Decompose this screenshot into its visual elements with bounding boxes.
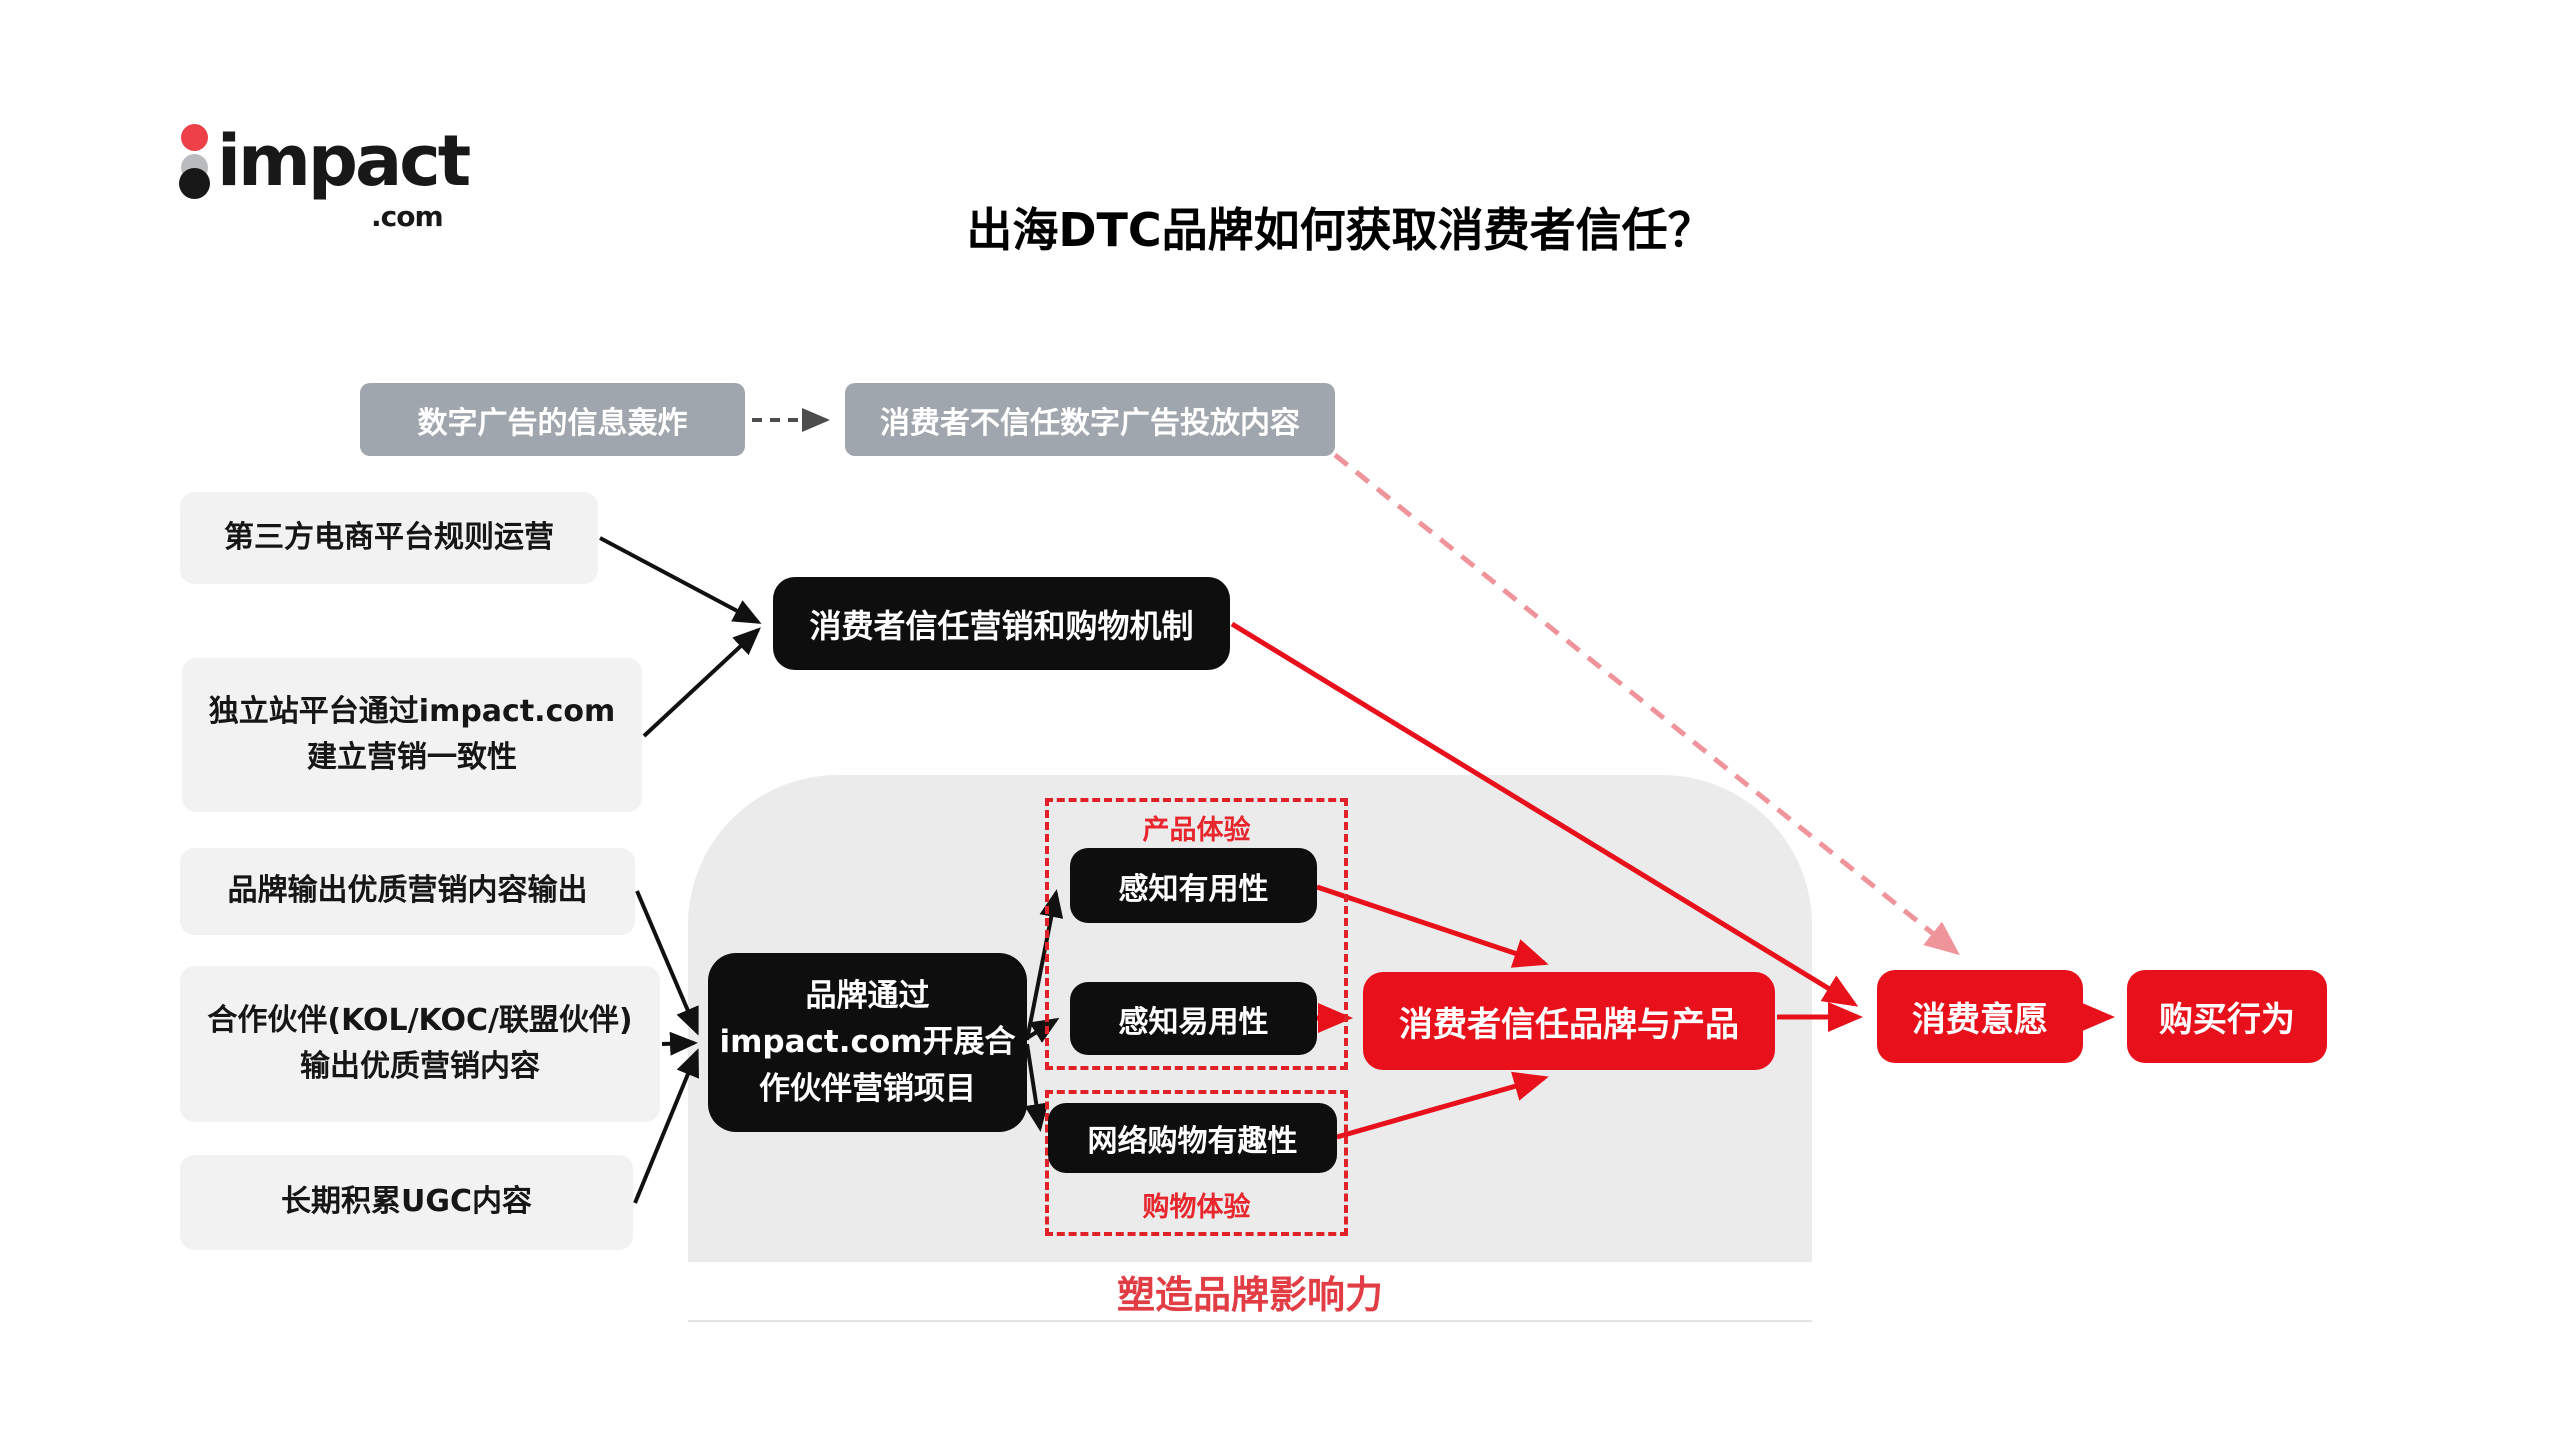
arrow-fun-to-trust (1336, 1071, 1549, 1140)
group-product-experience: 产品体验 (1045, 798, 1348, 1070)
node-ugc: 长期积累UGC内容 (180, 1155, 633, 1250)
node-brand-content: 品牌输出优质营销内容输出 (180, 848, 635, 935)
node-partner-program: 品牌通过 impact.com开展合 作伙伴营销项目 (708, 953, 1027, 1132)
arrow-usefulness-to-trust (1316, 884, 1549, 968)
node-purchase-intent: 消费意愿 (1877, 970, 2083, 1063)
shopping-experience-label: 购物体验 (1142, 1192, 1251, 1223)
logo-wordmark: impact (217, 120, 471, 202)
arrow-distrust-to-intent (1333, 453, 1960, 956)
node-shopping-fun: 网络购物有趣性 (1048, 1103, 1337, 1173)
arrow-mechanism-to-intent (1230, 621, 1859, 1007)
logo-tld: .com (371, 200, 444, 233)
arrow-program-to-ease (1025, 1017, 1060, 1043)
node-perceived-ease: 感知易用性 (1070, 982, 1317, 1055)
node-perceived-usefulness: 感知有用性 (1070, 848, 1317, 923)
node-trust-mechanism: 消费者信任营销和购物机制 (773, 577, 1230, 670)
node-third-party-platform: 第三方电商平台规则运营 (180, 492, 598, 584)
logo-black-dot-icon (179, 168, 210, 199)
group-shopping-experience: 购物体验 (1045, 1090, 1348, 1236)
node-trust-brand-product: 消费者信任品牌与产品 (1363, 972, 1775, 1070)
arrow-brandcontent-to-program (635, 890, 699, 1036)
arrow-thirdparty-to-mechanism (599, 536, 762, 624)
arrow-ugc-to-program (633, 1048, 699, 1204)
node-ad-bombardment: 数字广告的信息轰炸 (360, 383, 745, 456)
logo-red-dot-icon (181, 124, 208, 151)
brand-influence-banner: 塑造品牌影响力 (688, 1262, 1812, 1322)
impact-logo: impact .com (175, 118, 505, 248)
node-independent-site: 独立站平台通过impact.com 建立营销一致性 (182, 658, 642, 812)
product-experience-label: 产品体验 (1142, 815, 1251, 846)
brand-influence-label: 塑造品牌影响力 (1116, 1272, 1383, 1317)
arrow-program-to-usefulness (1025, 889, 1064, 1041)
node-purchase-behavior: 购买行为 (2127, 970, 2327, 1063)
arrow-partners-to-program (661, 1031, 698, 1056)
arrow-independent-to-mechanism (642, 627, 761, 738)
node-distrust-ads: 消费者不信任数字广告投放内容 (845, 383, 1335, 456)
node-partners: 合作伙伴(KOL/KOC/联盟伙伴) 输出优质营销内容 (180, 966, 660, 1122)
page-title: 出海DTC品牌如何获取消费者信任？ (966, 203, 1714, 257)
arrow-program-to-fun (1024, 1043, 1049, 1132)
